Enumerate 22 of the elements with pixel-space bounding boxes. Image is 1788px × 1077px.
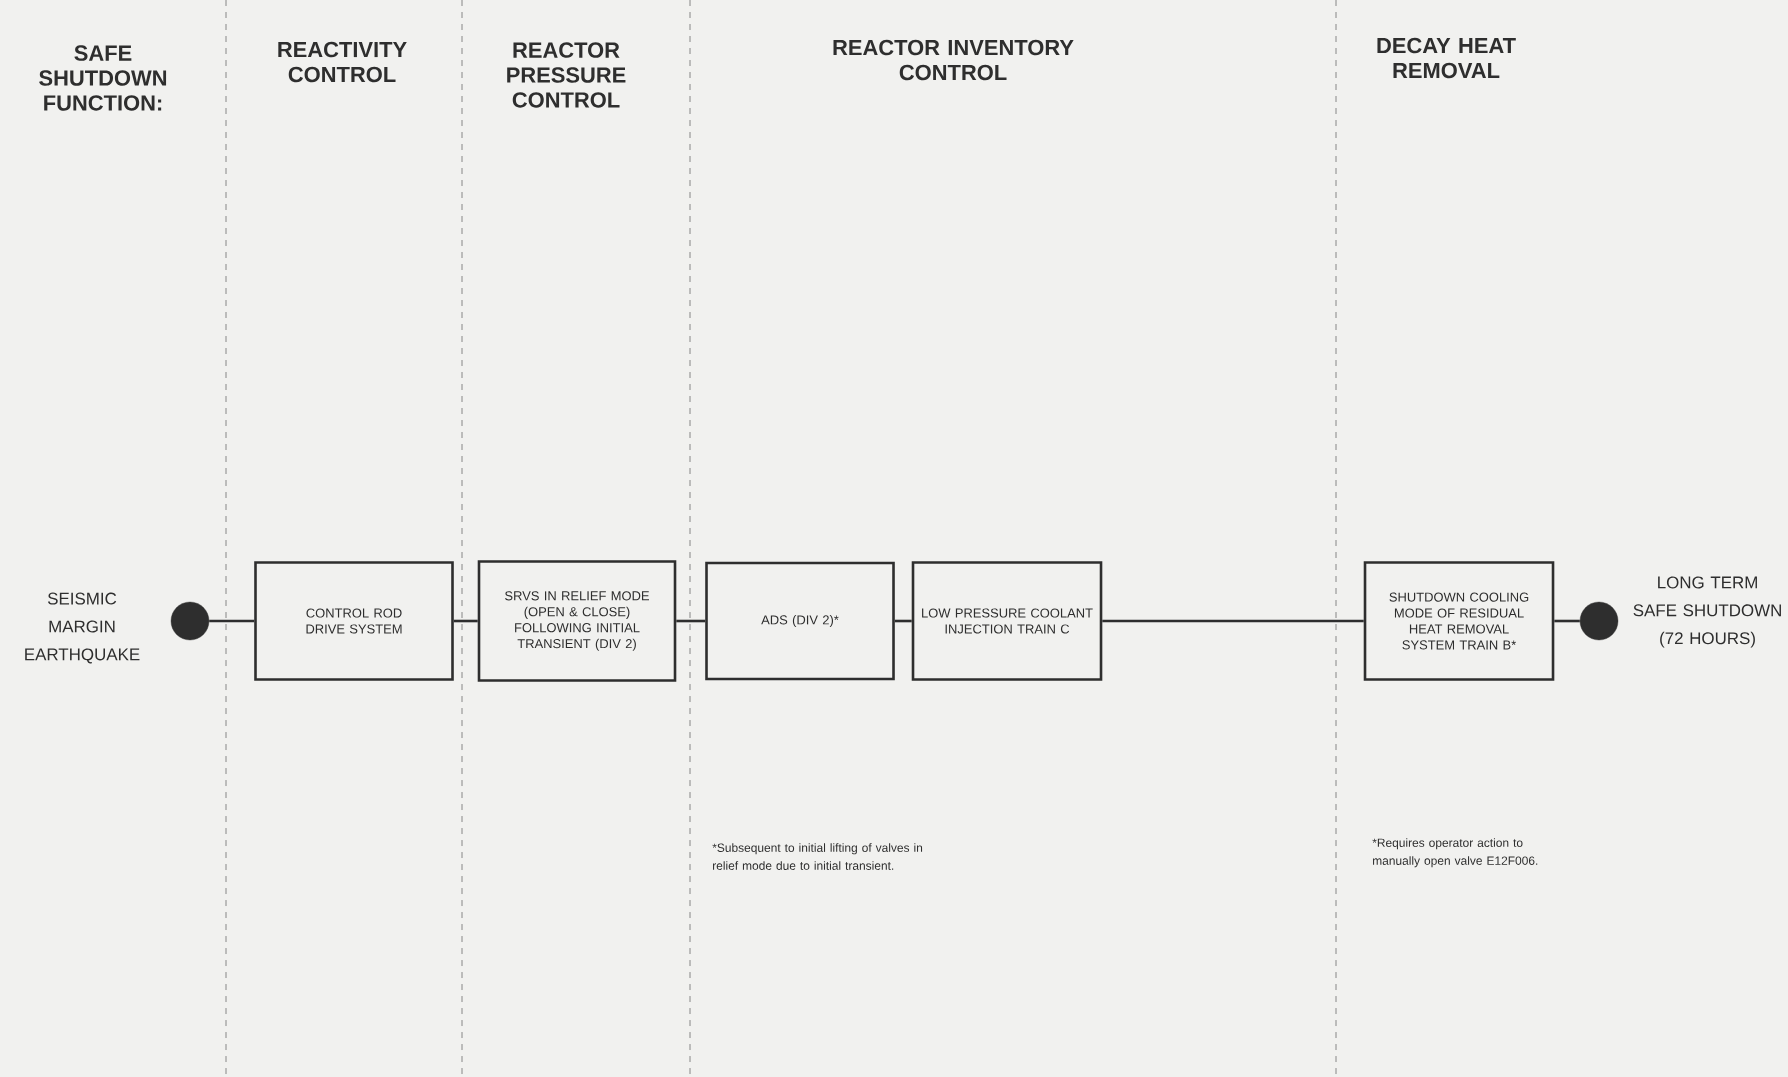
column-heading: REACTOR PRESSURE CONTROL xyxy=(507,42,626,108)
connector-line xyxy=(209,619,255,623)
column-heading: REACTOR INVENTORY CONTROL xyxy=(833,39,1074,81)
process-box: ADS (DIV 2)* xyxy=(705,561,895,681)
process-box: SHUTDOWN COOLING MODE OF RESIDUAL HEAT REMOVAL SYSTEM TRAIN B* xyxy=(1363,561,1555,681)
column-heading: REACTIVITY CONTROL xyxy=(278,41,407,83)
connector-line xyxy=(894,619,912,623)
connector-line xyxy=(1554,619,1580,623)
footnote: *Subsequent to initial lifting of valves in relief mode due to initial transient. xyxy=(712,843,923,870)
terminal-label: LONG TERM SAFE SHUTDOWN (72 HOURS) xyxy=(1633,576,1781,648)
process-box: CONTROL ROD DRIVE SYSTEM xyxy=(254,561,454,681)
connector-line xyxy=(676,619,706,623)
connector-line xyxy=(1102,619,1364,623)
column-heading: DECAY HEAT REMOVAL xyxy=(1377,37,1516,79)
terminal-label: SEISMIC MARGIN EARTHQUAKE xyxy=(25,592,140,664)
column-heading: SAFE SHUTDOWN FUNCTION: xyxy=(39,45,167,111)
footnote: *Requires operator action to manually open valve E12F006. xyxy=(1372,838,1538,868)
process-box: LOW PRESSURE COOLANT INJECTION TRAIN C xyxy=(911,561,1103,681)
terminal-dot xyxy=(170,601,210,641)
process-box: SRVS IN RELIEF MODE (OPEN & CLOSE) FOLLOWING INITIAL TRANSIENT (DIV 2) xyxy=(477,560,677,682)
connector-line xyxy=(453,619,478,623)
terminal-dot xyxy=(1579,601,1619,641)
